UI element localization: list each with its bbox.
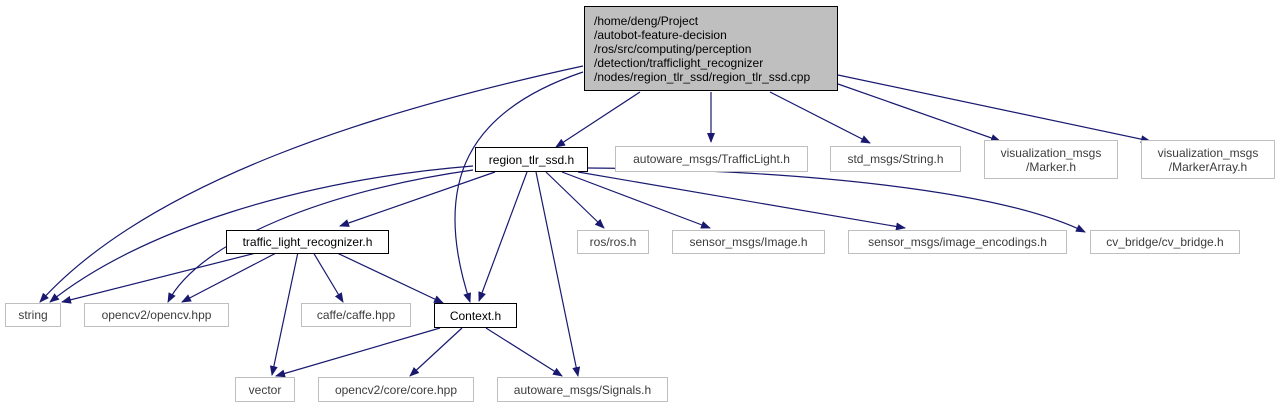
edge-region-image (561, 171, 711, 229)
root-node-line: /detection/trafficlight_recognizer (594, 55, 764, 70)
edge-context-vector (275, 327, 441, 378)
node-label: opencv2/opencv.hpp (101, 308, 212, 322)
root-node-line: /nodes/region_tlr_ssd/region_tlr_ssd.cpp (594, 69, 811, 84)
node-region-tlr-ssd-h[interactable]: region_tlr_ssd.h (475, 147, 588, 172)
root-node-line: /ros/src/computing/perception (594, 41, 752, 56)
node-label: sensor_msgs/Image.h (689, 235, 808, 249)
node-label: autoware_msgs/TrafficLight.h (633, 152, 790, 166)
node-label: ros/ros.h (589, 235, 637, 249)
root-node-region-tlr-ssd-cpp[interactable]: /home/deng/Project /autobot-feature-deci… (584, 6, 838, 91)
edge-tlr-context (334, 251, 444, 304)
node-context-h[interactable]: Context.h (434, 303, 517, 328)
node-image-encodings-h: sensor_msgs/image_encodings.h (848, 230, 1067, 254)
edge-context-signals (485, 327, 563, 377)
node-label: region_tlr_ssd.h (488, 152, 575, 167)
edge-tlr-caffe (312, 251, 344, 303)
node-std-string-h: std_msgs/String.h (830, 146, 961, 172)
node-core-hpp: opencv2/core/core.hpp (318, 377, 474, 402)
root-node-line: /home/deng/Project (594, 13, 699, 28)
root-node-line: /autobot-feature-decision (594, 27, 727, 42)
edge-context-core (409, 327, 463, 377)
edge-root-stdstring (769, 91, 871, 144)
node-label: autoware_msgs/Signals.h (513, 382, 652, 397)
node-traffic-light-recognizer-h[interactable]: traffic_light_recognizer.h (226, 230, 389, 254)
node-string: string (5, 303, 61, 327)
node-label: /Marker.h (1025, 159, 1076, 174)
node-trafficlight-h: autoware_msgs/TrafficLight.h (615, 146, 808, 172)
edge-region-encodings (577, 171, 906, 231)
edge-region-context (478, 171, 528, 302)
node-label: opencv2/core/core.hpp (334, 382, 458, 397)
node-opencv-hpp: opencv2/opencv.hpp (84, 303, 229, 327)
node-label: sensor_msgs/image_encodings.h (868, 235, 1047, 249)
node-label: std_msgs/String.h (847, 152, 944, 166)
edge-root-marker (837, 83, 1001, 142)
edge-region-tlr (339, 171, 496, 227)
node-label: /MarkerArray.h (1168, 159, 1248, 174)
edge-root-string (39, 65, 584, 303)
edge-root-context (454, 71, 584, 303)
node-label: cv_bridge/cv_bridge.h (1106, 235, 1224, 249)
node-signals-h: autoware_msgs/Signals.h (497, 377, 668, 402)
edge-root-markerarray (837, 74, 1151, 144)
node-label: vector (248, 382, 282, 397)
edge-region-ros (545, 171, 605, 229)
node-cv-bridge-h: cv_bridge/cv_bridge.h (1090, 230, 1240, 254)
node-label: visualization_msgs (1157, 145, 1259, 160)
node-vector: vector (235, 377, 295, 402)
node-ros-h: ros/ros.h (577, 230, 649, 254)
node-label: Context.h (449, 308, 502, 323)
node-label: traffic_light_recognizer.h (242, 235, 373, 249)
edge-region-opencv (167, 169, 474, 303)
node-sensor-image-h: sensor_msgs/Image.h (672, 230, 825, 254)
node-caffe-hpp: caffe/caffe.hpp (301, 303, 411, 327)
node-marker-h: visualization_msgs /Marker.h (984, 140, 1118, 179)
edge-region-signals (535, 171, 581, 377)
edge-region-string (49, 165, 474, 303)
edge-tlr-string (61, 251, 261, 304)
node-label: string (18, 308, 48, 322)
node-markerarray-h: visualization_msgs /MarkerArray.h (1141, 140, 1275, 179)
edge-root-region (555, 91, 641, 148)
edge-tlr-opencv (181, 251, 279, 303)
node-label: caffe/caffe.hpp (316, 308, 396, 322)
node-label: visualization_msgs (1000, 145, 1102, 160)
edge-tlr-vector (269, 251, 299, 376)
